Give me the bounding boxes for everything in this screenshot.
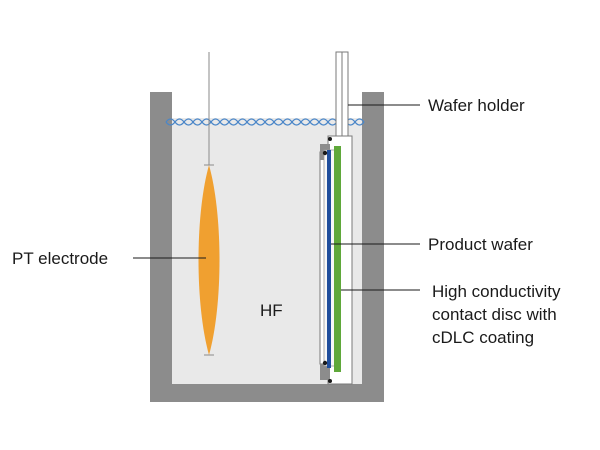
seal-dot-bottom-right [328,379,332,383]
contact-disc [334,146,341,372]
label-pt-electrode: PT electrode [12,249,108,268]
label-contact-disc-line-2: contact disc with [432,305,557,324]
label-contact-disc-line-3: cDLC coating [432,328,534,347]
pt-electrode [198,165,220,355]
label-product-wafer: Product wafer [428,235,533,254]
product-wafer [327,150,331,368]
label-contact-disc-line-1: High conductivity [432,282,561,301]
seal-dot-top-left [322,150,328,156]
liquid-surface-wave-2 [165,118,365,126]
wafer-holder-clamp-bottom [320,364,330,380]
label-hf: HF [260,301,283,320]
seal-dot-bottom-left [322,360,328,366]
seal-dot-top-right [328,137,332,141]
vessel-headspace [172,92,362,118]
label-wafer-holder: Wafer holder [428,96,525,115]
